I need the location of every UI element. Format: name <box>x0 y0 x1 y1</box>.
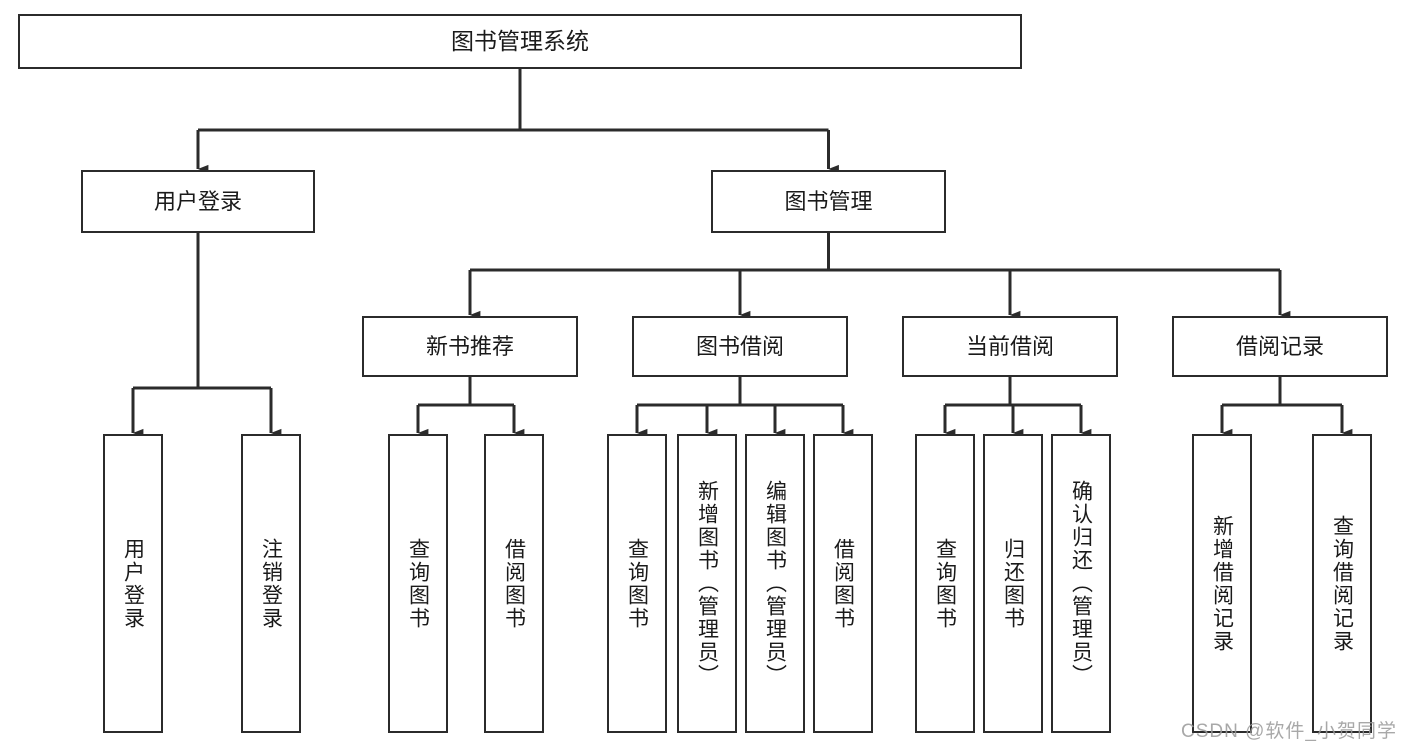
node-label: 查询借阅记录 <box>1330 514 1354 653</box>
node-label: 图书借阅 <box>695 333 784 359</box>
root-node-0[interactable]: 图书管理系统 <box>18 14 1022 69</box>
node-label: 注销登录 <box>259 537 283 630</box>
node-label: 查询图书 <box>406 537 430 630</box>
node-label: 新增图书（管理员） <box>695 480 719 687</box>
node-label: 查询图书 <box>933 537 957 630</box>
leaf-node-7[interactable]: 借阅图书 <box>813 434 873 733</box>
leaf-node-5[interactable]: 新增图书（管理员） <box>677 434 737 733</box>
node-label: 新增借阅记录 <box>1210 514 1234 653</box>
node-label: 借阅图书 <box>502 537 526 630</box>
leaf-node-4[interactable]: 查询图书 <box>607 434 667 733</box>
leaf-node-6[interactable]: 编辑图书（管理员） <box>745 434 805 733</box>
edge-layer <box>131 69 1353 438</box>
level2-node-0[interactable]: 用户登录 <box>81 170 315 233</box>
leaf-node-11[interactable]: 新增借阅记录 <box>1192 434 1252 733</box>
leaf-node-10[interactable]: 确认归还（管理员） <box>1051 434 1111 733</box>
node-label: 当前借阅 <box>965 333 1054 359</box>
node-label: 用户登录 <box>121 537 145 630</box>
node-label: 用户登录 <box>153 188 242 214</box>
level3-node-0[interactable]: 新书推荐 <box>362 316 578 377</box>
node-label: 查询图书 <box>625 537 649 630</box>
node-label: 借阅记录 <box>1235 333 1324 359</box>
leaf-node-9[interactable]: 归还图书 <box>983 434 1043 733</box>
level2-node-1[interactable]: 图书管理 <box>711 170 946 233</box>
leaf-node-8[interactable]: 查询图书 <box>915 434 975 733</box>
node-label: 确认归还（管理员） <box>1069 480 1093 687</box>
leaf-node-0[interactable]: 用户登录 <box>103 434 163 733</box>
level3-node-2[interactable]: 当前借阅 <box>902 316 1118 377</box>
node-label: 编辑图书（管理员） <box>763 480 787 687</box>
node-label: 借阅图书 <box>831 537 855 630</box>
node-label: 新书推荐 <box>425 333 514 359</box>
leaf-node-2[interactable]: 查询图书 <box>388 434 448 733</box>
node-label: 归还图书 <box>1001 537 1025 630</box>
leaf-node-12[interactable]: 查询借阅记录 <box>1312 434 1372 733</box>
level3-node-3[interactable]: 借阅记录 <box>1172 316 1388 377</box>
level3-node-1[interactable]: 图书借阅 <box>632 316 848 377</box>
leaf-node-1[interactable]: 注销登录 <box>241 434 301 733</box>
leaf-node-3[interactable]: 借阅图书 <box>484 434 544 733</box>
node-label: 图书管理系统 <box>451 28 589 55</box>
node-label: 图书管理 <box>784 188 873 214</box>
